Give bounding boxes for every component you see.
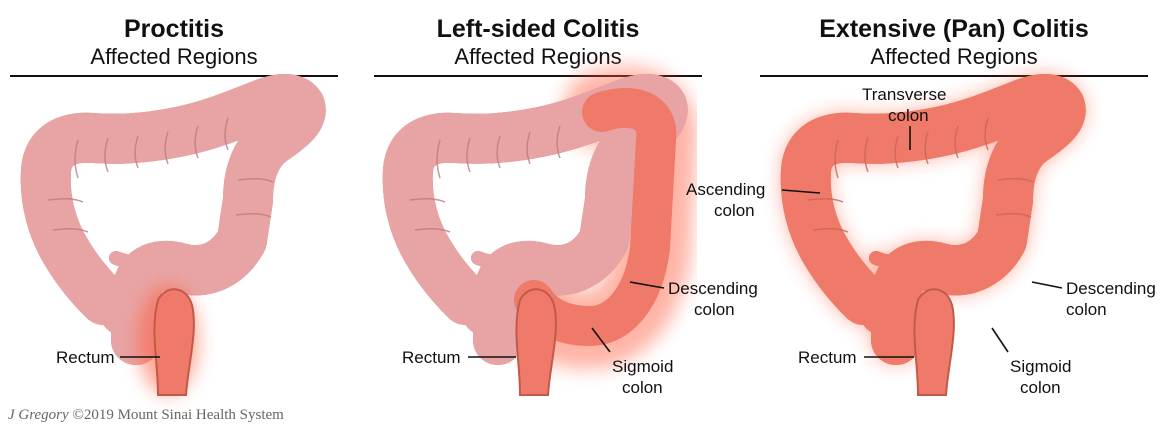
panel-3-sigmoid-label-1: Sigmoid [1010,357,1071,376]
panel-3-rectum-label: Rectum [798,348,857,367]
panel-3-transverse-label-2: colon [888,106,929,125]
panel-3-sigmoid-leader [992,328,1008,352]
panel-2-sigmoid-label-1: Sigmoid [612,357,673,376]
panel-2-sigmoid-label-2: colon [622,378,663,397]
credit-author: J Gregory [8,407,69,423]
panel-3-sigmoid-label-2: colon [1020,378,1061,397]
panel-2-rectum-label: Rectum [402,348,461,367]
credit-rest: ©2019 Mount Sinai Health System [69,407,284,423]
panel-1-rectum-label: Rectum [56,348,115,367]
panel-2-descending-label-1: Descending [668,279,758,298]
credit-line: J Gregory ©2019 Mount Sinai Health Syste… [8,407,284,424]
panel-3-transverse-label-1: Transverse [862,85,946,104]
panel-2-descending-label-2: colon [694,300,735,319]
panel-3-ascending-label-2: colon [714,201,755,220]
panel-3-descending-label-2: colon [1066,300,1107,319]
panel-3-ascending-label-1: Ascending [686,180,765,199]
panel-3-descending-label-1: Descending [1066,279,1156,298]
panel-3-descending-leader [1032,282,1062,288]
